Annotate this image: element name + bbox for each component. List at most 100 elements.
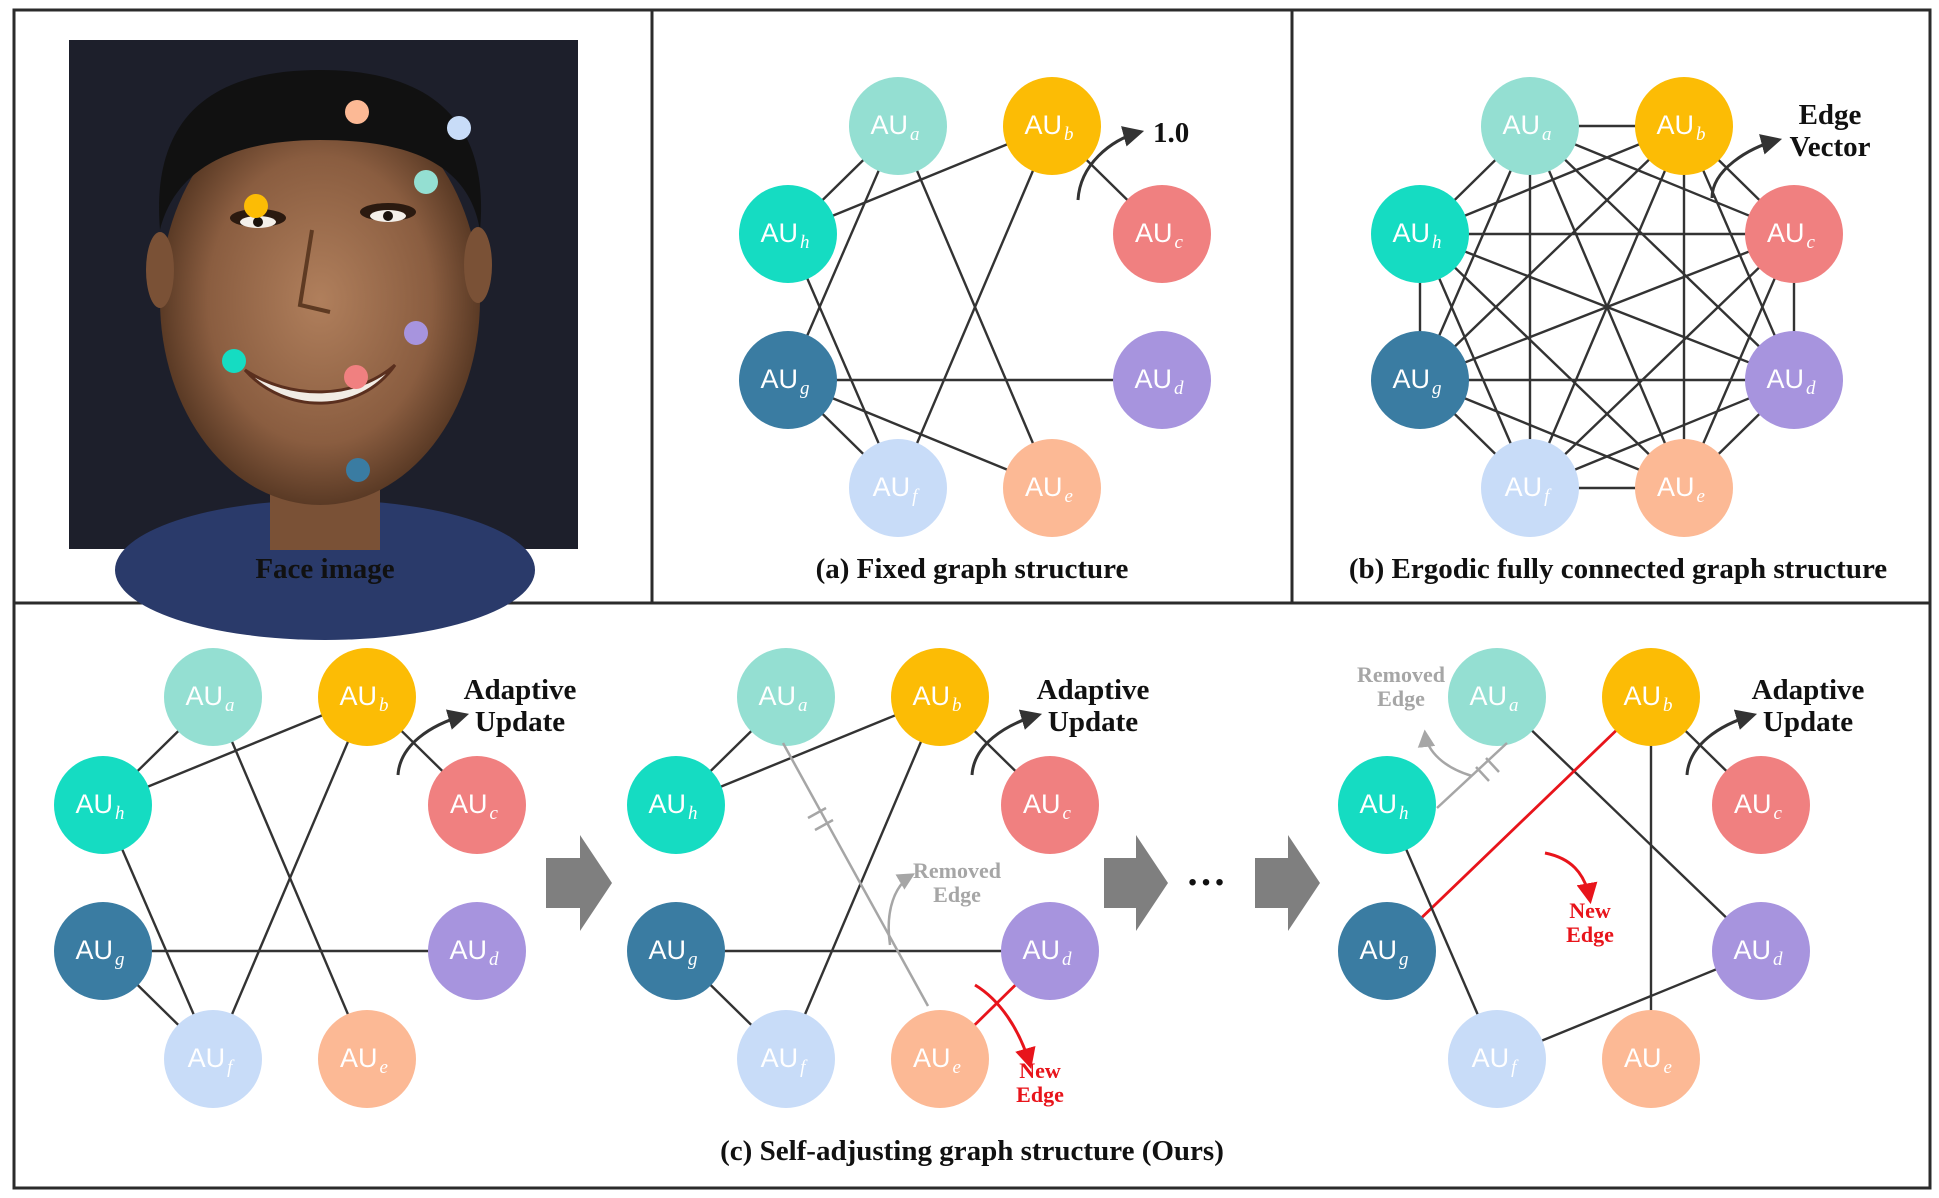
self-adjusting-caption: (c) Self-adjusting graph structure (Ours… xyxy=(720,1135,1224,1167)
stage3-adaptive-arrow xyxy=(1685,709,1758,776)
node-au-f-circle xyxy=(737,1010,835,1108)
node-au-g-circle xyxy=(1338,902,1436,1000)
ellipsis: … xyxy=(1186,849,1226,894)
stage2-removed-line1: Removed xyxy=(913,858,1001,883)
transition-arrow-1 xyxy=(546,835,612,931)
stage3-removed-arrow xyxy=(1417,729,1473,778)
node-au-h-circle xyxy=(54,756,152,854)
node-au-e-circle xyxy=(1602,1010,1700,1108)
edge-weight-label: 1.0 xyxy=(1153,117,1189,149)
node-au-d-circle xyxy=(1745,331,1843,429)
node-au-e-circle xyxy=(318,1010,416,1108)
edge-vector-arrow xyxy=(1710,134,1783,199)
transition-arrow-2 xyxy=(1104,835,1168,931)
node-au-e-circle xyxy=(1635,439,1733,537)
node-au-a-circle xyxy=(737,648,835,746)
edge-vector-label-line1: Edge xyxy=(1799,99,1862,131)
stage2-removed-edge xyxy=(781,742,930,1007)
edge-c-f xyxy=(1529,233,1795,489)
node-au-c-circle xyxy=(1745,185,1843,283)
node-au-h-circle xyxy=(1371,185,1469,283)
node-au-a-circle xyxy=(1448,648,1546,746)
node-au-h-circle xyxy=(1338,756,1436,854)
gStage3-edges xyxy=(1385,695,1762,1061)
gStage1-edges xyxy=(101,695,478,1060)
stage2-new-arrow xyxy=(974,983,1036,1070)
stage1-adaptive-arrow xyxy=(396,709,470,776)
node-au-c-circle xyxy=(1001,756,1099,854)
face-landmark-dots xyxy=(222,100,471,482)
edge-vector-label-line2: Vector xyxy=(1789,131,1870,163)
edge-b-f xyxy=(784,696,942,1060)
stage2-new-line1: New xyxy=(1019,1058,1061,1083)
node-au-g-circle xyxy=(627,902,725,1000)
node-au-c-circle xyxy=(1113,185,1211,283)
ergodic-caption: (b) Ergodic fully connected graph struct… xyxy=(1349,553,1887,585)
stage3-new-arrow xyxy=(1544,851,1598,905)
stage1-adaptive-line2: Update xyxy=(475,706,565,738)
node-au-b-circle xyxy=(318,648,416,746)
stage3-new-line2: Edge xyxy=(1566,922,1614,947)
node-au-d-circle xyxy=(1113,331,1211,429)
node-au-b-circle xyxy=(1602,648,1700,746)
face-caption: Face image xyxy=(255,553,394,585)
landmark-dot-h xyxy=(222,349,246,373)
landmark-dot-b xyxy=(244,194,268,218)
landmark-dot-d xyxy=(404,321,428,345)
stage3-removed-line1: Removed xyxy=(1357,662,1445,687)
edge-b-f xyxy=(896,125,1054,489)
stage3-adaptive-line1: Adaptive xyxy=(1752,674,1865,706)
stage2-adaptive-line1: Adaptive xyxy=(1037,674,1150,706)
node-au-g-circle xyxy=(1371,331,1469,429)
stage3-adaptive-line2: Update xyxy=(1763,706,1853,738)
stage3-removed-line2: Edge xyxy=(1377,686,1425,711)
